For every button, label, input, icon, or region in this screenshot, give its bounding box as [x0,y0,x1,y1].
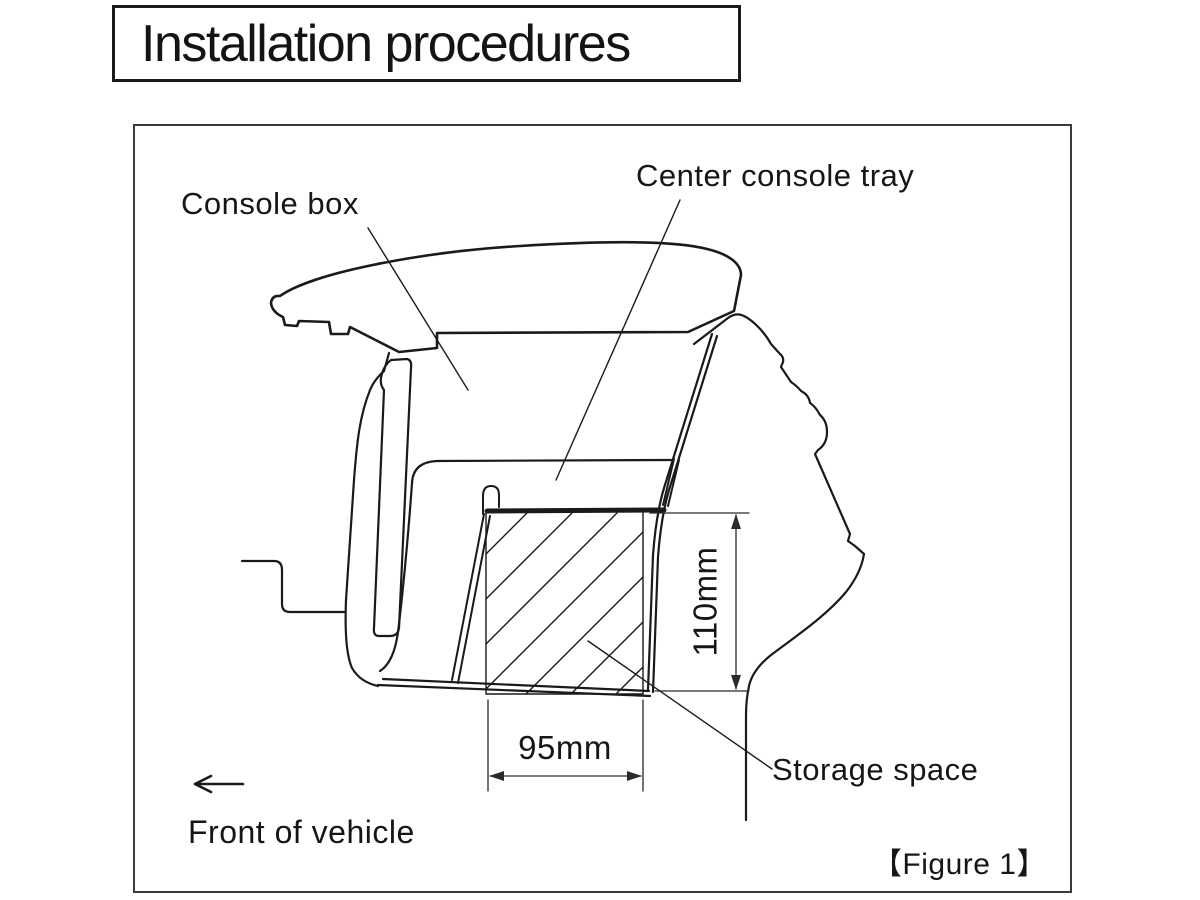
center-tray-leader [555,199,681,481]
leader-lines [367,199,773,770]
floor-bracket-line [240,559,346,614]
dim-arrow-up-icon [731,514,741,529]
dimension-95mm-lines [487,699,644,792]
dimension-110mm-lines [649,512,750,692]
front-direction-arrow-icon [193,774,245,794]
storage-hatch [485,512,644,695]
console-box-leader [367,227,469,391]
dim-arrow-right-icon [627,771,642,781]
console-front-panel [344,351,413,688]
storage-space-leader [587,640,773,770]
dim-arrow-left-icon [489,771,504,781]
center-console-tray-label: Center console tray [636,158,915,193]
page-title-box: Installation procedures [112,5,741,82]
storage-space-label: Storage space [772,752,979,787]
rear-body-contour [692,313,866,822]
console-box-label: Console box [181,186,359,221]
front-of-vehicle-label: Front of vehicle [188,814,415,850]
console-lid-outline [269,240,743,354]
width-dimension-value: 95mm [518,729,612,766]
figure-caption: 【Figure 1】 [871,848,1047,881]
figure-frame [133,124,1072,893]
page-title: Installation procedures [141,14,631,73]
height-dimension-value: 110mm [686,546,724,657]
tray-profile [451,458,680,684]
dim-arrow-down-icon [731,675,741,690]
console-interior [376,332,719,698]
